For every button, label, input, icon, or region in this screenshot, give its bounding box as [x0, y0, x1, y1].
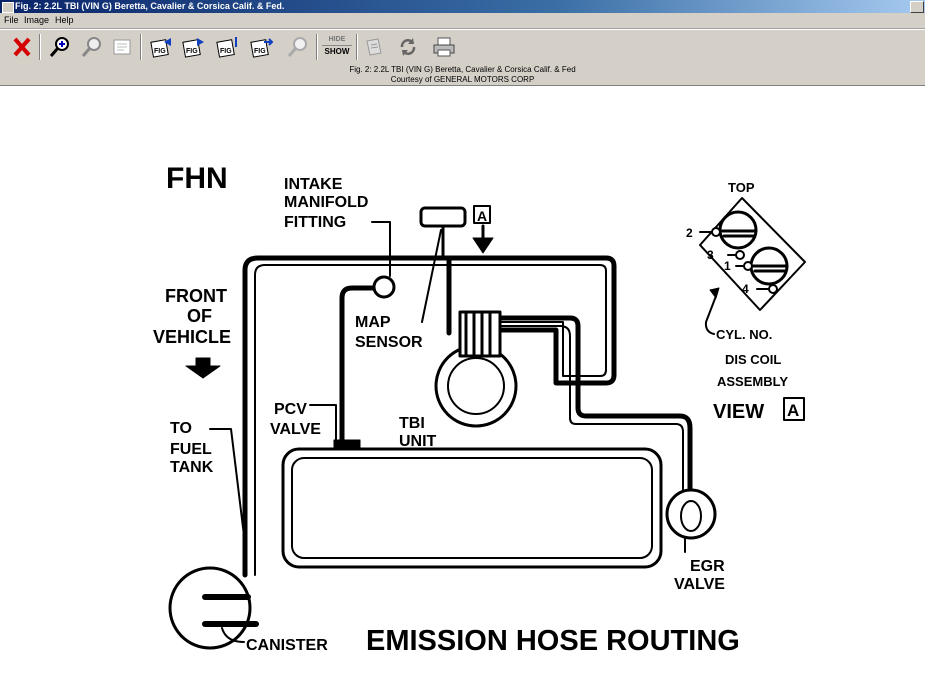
zoom-in-button[interactable] [46, 33, 73, 61]
svg-text:FIG: FIG [186, 48, 198, 55]
cyl-number-2: 2 [686, 226, 693, 240]
fit-image-button[interactable] [108, 33, 135, 61]
fuel-label-2: FUEL [170, 441, 212, 458]
zoom-out-icon [81, 37, 101, 57]
svg-text:FIG: FIG [220, 48, 232, 55]
app-icon [2, 2, 14, 13]
map-label-1: MAP [355, 314, 391, 331]
map-label-2: SENSOR [355, 334, 423, 351]
cyl-no-leader [704, 295, 717, 335]
menu-help[interactable]: Help [55, 15, 74, 25]
window-close-button[interactable] [910, 1, 924, 13]
tbi-label-2: UNIT [399, 433, 437, 450]
fig-last-button[interactable]: FIG [248, 33, 275, 61]
pcv-valve [333, 439, 361, 451]
fuel-label-1: TO [170, 420, 192, 437]
pcv-leader [309, 404, 337, 441]
fig-first-icon: FIG [215, 37, 237, 58]
figure-caption: Fig. 2: 2.2L TBI (VIN G) Beretta, Cavali… [0, 65, 925, 86]
view-label: VIEW [713, 401, 764, 423]
fig-first-button[interactable]: FIG [214, 33, 241, 61]
canister-leader [221, 627, 245, 643]
cyl-number-3: 3 [707, 248, 714, 262]
title-bar: Fig. 2: 2.2L TBI (VIN G) Beretta, Cavali… [0, 0, 925, 13]
top-label: TOP [728, 180, 755, 195]
show-label: SHOW [322, 45, 352, 57]
front-arrow [185, 357, 221, 379]
menu-bar: File Image Help [0, 13, 925, 29]
canister-label: CANISTER [246, 637, 328, 654]
cyl-no-label: CYL. NO. [716, 327, 772, 342]
pcv-hose [339, 285, 381, 451]
print-button[interactable] [430, 33, 457, 61]
hide-show-toggle[interactable]: HIDE SHOW [322, 35, 352, 59]
zoom-in-icon [49, 37, 69, 57]
intake-label-1: INTAKE [284, 176, 343, 193]
fig-next-icon: FIG [181, 38, 204, 58]
figure-canvas: FHN INTAKE MANIFOLD FITTING FRONT OF VEH… [0, 86, 925, 700]
fit-image-icon [113, 39, 130, 55]
figure-code: FHN [166, 162, 228, 195]
intake-fitting [372, 275, 396, 299]
view-label-letter: A [787, 401, 799, 420]
map-sensor-body [419, 206, 467, 228]
dis-label-2: ASSEMBLY [717, 374, 788, 389]
cyl-number-1: 1 [724, 259, 731, 273]
fig-last-icon: FIG [249, 38, 273, 58]
emission-hose-diagram: FHN INTAKE MANIFOLD FITTING FRONT OF VEH… [153, 162, 806, 657]
notes-button[interactable] [360, 33, 387, 61]
tbi-unit-inner [447, 357, 505, 415]
front-label-2: OF [187, 306, 212, 326]
zoom-reset-button[interactable] [284, 33, 311, 61]
egr-label-1: EGR [690, 558, 725, 575]
top-hose [242, 255, 617, 578]
fig-prev-button[interactable]: FIG [148, 33, 175, 61]
menu-image[interactable]: Image [24, 15, 50, 25]
front-label-1: FRONT [165, 286, 227, 306]
window-title: Fig. 2: 2.2L TBI (VIN G) Beretta, Cavali… [15, 1, 285, 11]
svg-text:FIG: FIG [254, 48, 266, 55]
map-leader [421, 229, 442, 323]
front-label-3: VEHICLE [153, 327, 231, 347]
top-hose-inner [254, 264, 607, 576]
egr-valve-outer [665, 488, 717, 540]
hide-label: HIDE [328, 36, 346, 43]
egr-valve-inner [680, 500, 702, 532]
close-x-button[interactable] [8, 33, 35, 61]
egr-label-2: VALVE [674, 576, 725, 593]
menu-file[interactable]: File [4, 15, 19, 25]
intake-label-2: MANIFOLD [284, 194, 368, 211]
zoom-reset-icon [287, 37, 307, 57]
print-icon [433, 37, 454, 57]
diagram-title: EMISSION HOSE ROUTING [366, 625, 740, 657]
valve-cover-inner [291, 457, 653, 559]
intake-leader [371, 221, 391, 277]
refresh-button[interactable] [394, 33, 421, 61]
egr-hose [493, 315, 693, 501]
cyl-number-4: 4 [742, 282, 749, 296]
toolbar: FIG FIG FIG FIG HIDE SHOW [0, 29, 925, 66]
pcv-label-2: VALVE [270, 421, 321, 438]
valve-cover-outer [281, 447, 663, 569]
view-marker-box [473, 205, 491, 224]
canister [168, 566, 252, 650]
close-x-icon [12, 37, 31, 57]
intake-label-3: FITTING [284, 214, 346, 231]
caption-line-2: Courtesy of GENERAL MOTORS CORP [390, 75, 535, 84]
fuel-label-3: TANK [170, 459, 214, 476]
view-marker-letter: A [477, 208, 487, 224]
notes-icon [365, 38, 382, 56]
fuel-tank-leader [209, 428, 247, 553]
tbi-label-1: TBI [399, 415, 425, 432]
fig-next-button[interactable]: FIG [180, 33, 207, 61]
caption-line-1: Fig. 2: 2.2L TBI (VIN G) Beretta, Cavali… [349, 65, 576, 74]
svg-text:FIG: FIG [154, 48, 166, 55]
view-letter-box [783, 397, 805, 421]
egr-hose-inner [495, 325, 684, 499]
dis-label-1: DIS COIL [725, 352, 781, 367]
refresh-icon [400, 38, 415, 56]
pcv-label-1: PCV [274, 401, 307, 418]
fig-prev-icon: FIG [149, 38, 171, 58]
zoom-out-button[interactable] [78, 33, 105, 61]
